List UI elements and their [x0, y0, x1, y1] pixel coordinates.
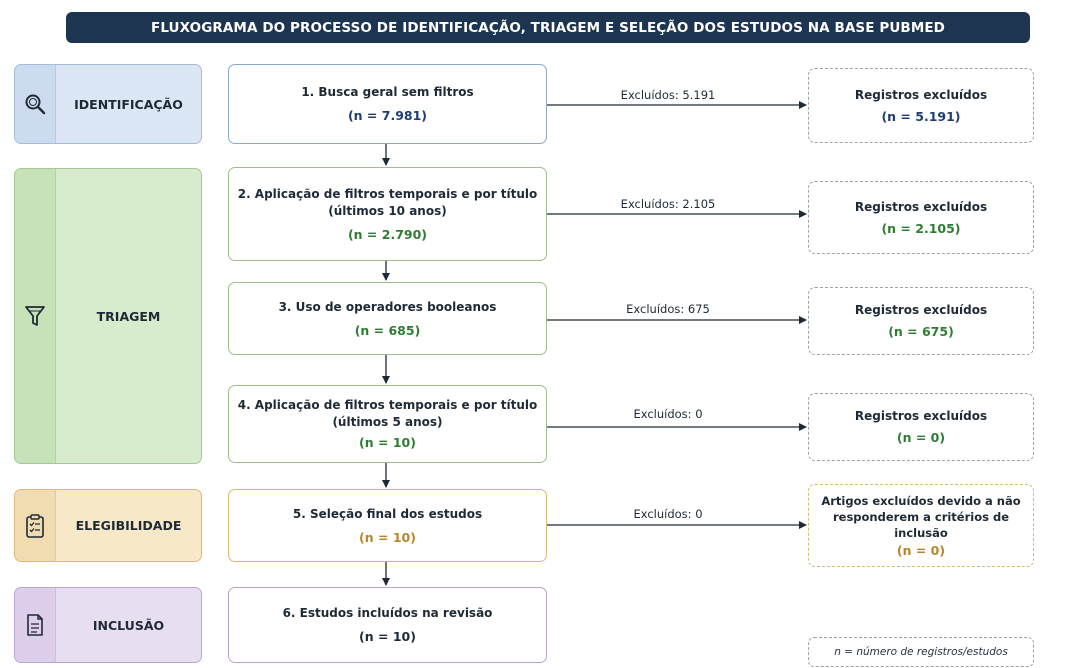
funnel-icon	[15, 169, 56, 463]
excluded-count: (n = 0)	[896, 430, 946, 445]
step-box-3: 3. Uso de operadores booleanos (n = 685)	[228, 282, 547, 355]
excluded-count: (n = 2.105)	[881, 220, 961, 236]
stage-inclusao: INCLUSÃO	[14, 587, 202, 663]
excluded-box-4: Registros excluídos (n = 0)	[808, 393, 1034, 461]
excluded-title: Registros excluídos	[854, 303, 988, 317]
step-count: (n = 2.790)	[347, 226, 428, 242]
step-count: (n = 10)	[359, 629, 416, 644]
step-count: (n = 685)	[354, 322, 421, 338]
step-title: 4. Aplicação de filtros temporais e por …	[237, 398, 538, 412]
stage-elegibilidade: ELEGIBILIDADE	[14, 489, 202, 562]
step-title: 2. Aplicação de filtros temporais e por …	[237, 186, 538, 201]
step-box-1: 1. Busca geral sem filtros (n = 7.981)	[228, 64, 547, 144]
exclusion-label: Excluídos: 5.191	[620, 88, 716, 102]
excluded-box-1: Registros excluídos (n = 5.191)	[808, 68, 1034, 143]
step-title: 1. Busca geral sem filtros	[301, 85, 474, 99]
excluded-title: Artigos excluídos devido a não responder…	[821, 493, 1021, 540]
document-icon	[15, 588, 56, 662]
stage-label: TRIAGEM	[96, 308, 161, 324]
stage-identificacao: IDENTIFICAÇÃO	[14, 64, 202, 144]
step-box-4: 4. Aplicação de filtros temporais e por …	[228, 385, 547, 463]
step-box-2: 2. Aplicação de filtros temporais e por …	[228, 167, 547, 261]
step-count: (n = 10)	[359, 529, 416, 545]
exclusion-label: Excluídos: 0	[633, 407, 703, 421]
exclusion-label: Excluídos: 0	[633, 507, 703, 521]
clipboard-checklist-icon	[15, 490, 56, 561]
legend-note: n = número de registros/estudos	[808, 637, 1034, 667]
step-count: (n = 7.981)	[347, 108, 428, 123]
step-subtitle: (últimos 5 anos)	[332, 415, 443, 429]
step-box-6: 6. Estudos incluídos na revisão (n = 10)	[228, 587, 547, 663]
excluded-title: Registros excluídos	[854, 87, 988, 102]
magnifier-icon	[15, 65, 56, 143]
step-count: (n = 10)	[359, 435, 416, 450]
stage-label: IDENTIFICAÇÃO	[74, 96, 183, 112]
excluded-count: (n = 675)	[888, 324, 954, 339]
excluded-box-2: Registros excluídos (n = 2.105)	[808, 181, 1034, 254]
exclusion-label: Excluídos: 2.105	[620, 197, 716, 211]
step-title: 3. Uso de operadores booleanos	[278, 299, 497, 314]
step-box-5: 5. Seleção final dos estudos (n = 10)	[228, 489, 547, 562]
stage-label: INCLUSÃO	[92, 617, 165, 633]
stage-label: ELEGIBILIDADE	[75, 518, 182, 533]
excluded-box-3: Registros excluídos (n = 675)	[808, 287, 1034, 355]
excluded-count: (n = 5.191)	[881, 108, 961, 124]
stage-triagem: TRIAGEM	[14, 168, 202, 464]
diagram-title: FLUXOGRAMA DO PROCESSO DE IDENTIFICAÇÃO,…	[66, 12, 1030, 43]
excluded-box-5: Artigos excluídos devido a não responder…	[808, 484, 1034, 567]
excluded-count: (n = 0)	[896, 542, 946, 558]
step-title: 5. Seleção final dos estudos	[292, 506, 483, 521]
step-title: 6. Estudos incluídos na revisão	[282, 606, 493, 620]
excluded-title: Registros excluídos	[854, 409, 988, 423]
excluded-title: Registros excluídos	[854, 199, 988, 214]
step-subtitle: (últimos 10 anos)	[328, 203, 447, 218]
exclusion-label: Excluídos: 675	[626, 302, 710, 316]
